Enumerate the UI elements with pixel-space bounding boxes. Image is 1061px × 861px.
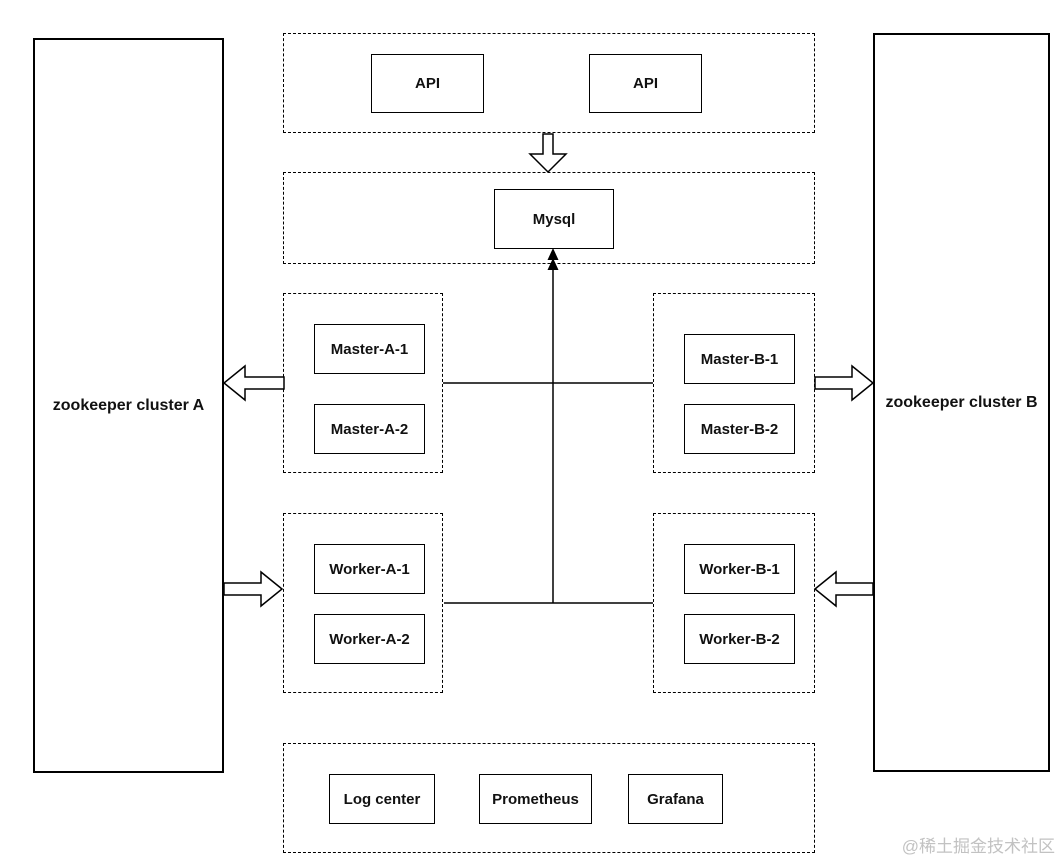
mysql-group-container: Mysql [283, 172, 815, 264]
node-master-a-2: Master-A-2 [314, 404, 425, 454]
node-log-center: Log center [329, 774, 435, 824]
master-b-group-container: Master-B-1 Master-B-2 [653, 293, 815, 473]
zookeeper-cluster-b-box: zookeeper cluster B [873, 33, 1050, 772]
node-worker-b-1: Worker-B-1 [684, 544, 795, 594]
zookeeper-cluster-b-label: zookeeper cluster B [885, 393, 1038, 411]
zookeeper-b-to-worker-b-arrow-icon [813, 570, 874, 608]
node-api-1: API [371, 54, 484, 113]
node-prometheus: Prometheus [479, 774, 592, 824]
node-mysql: Mysql [494, 189, 614, 249]
worker-b-group-container: Worker-B-1 Worker-B-2 [653, 513, 815, 693]
api-to-mysql-arrow-icon [528, 133, 568, 174]
master-b-to-zookeeper-b-arrow-icon [814, 364, 875, 402]
node-master-b-1: Master-B-1 [684, 334, 795, 384]
master-a-group-container: Master-A-1 Master-A-2 [283, 293, 443, 473]
node-worker-a-2: Worker-A-2 [314, 614, 425, 664]
node-master-b-2: Master-B-2 [684, 404, 795, 454]
node-master-a-1: Master-A-1 [314, 324, 425, 374]
worker-a-group-container: Worker-A-1 Worker-A-2 [283, 513, 443, 693]
node-api-2: API [589, 54, 702, 113]
zookeeper-cluster-a-box: zookeeper cluster A [33, 38, 224, 773]
monitoring-group-container: Log center Prometheus Grafana [283, 743, 815, 853]
master-a-to-zookeeper-a-arrow-icon [222, 364, 285, 402]
node-worker-b-2: Worker-B-2 [684, 614, 795, 664]
zookeeper-a-to-worker-a-arrow-icon [223, 570, 284, 608]
node-grafana: Grafana [628, 774, 723, 824]
api-group-container: API API [283, 33, 815, 133]
watermark: @稀土掘金技术社区 [901, 837, 1055, 856]
zookeeper-cluster-a-label: zookeeper cluster A [52, 396, 205, 414]
node-worker-a-1: Worker-A-1 [314, 544, 425, 594]
